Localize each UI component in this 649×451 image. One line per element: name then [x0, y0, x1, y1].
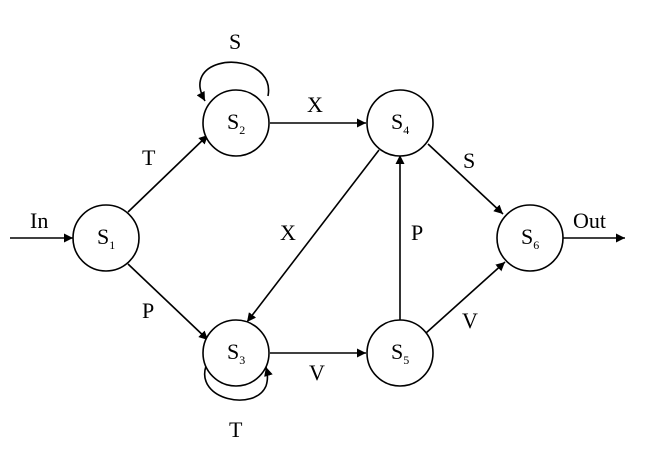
label-in: In — [30, 208, 48, 233]
label-s4-s6: S — [463, 148, 475, 173]
node-s5-label: S5 — [391, 339, 409, 367]
label-s5-s4: P — [411, 220, 423, 245]
loop-s2 — [196, 61, 270, 102]
node-s3: S3 — [202, 319, 270, 387]
node-s1: S1 — [72, 204, 140, 272]
label-s5-s6: V — [462, 308, 478, 333]
edge-s1-s3 — [127, 263, 209, 341]
node-s2: S2 — [202, 89, 270, 157]
label-s4-s3: X — [280, 220, 296, 245]
label-loop-s3: T — [229, 417, 243, 442]
label-s1-s2: T — [142, 145, 156, 170]
edge-s5-s6 — [425, 261, 506, 334]
node-s5: S5 — [366, 319, 434, 387]
edge-s4-s3 — [246, 149, 380, 323]
node-s4: S4 — [366, 89, 434, 157]
label-s1-s3: P — [142, 298, 154, 323]
label-s3-s5: V — [309, 360, 325, 385]
node-s2-label: S2 — [227, 109, 245, 137]
node-s6: S6 — [496, 204, 564, 272]
edge-s4-s6 — [427, 143, 504, 215]
node-s3-label: S3 — [227, 339, 245, 367]
node-s4-label: S4 — [391, 109, 409, 137]
edge-s1-s2 — [127, 134, 209, 213]
label-s2-s4: X — [307, 92, 323, 117]
label-loop-s2: S — [229, 29, 241, 54]
node-s1-label: S1 — [97, 224, 115, 252]
label-out: Out — [573, 208, 606, 233]
node-s6-label: S6 — [521, 224, 539, 252]
loop-s3 — [203, 365, 273, 401]
